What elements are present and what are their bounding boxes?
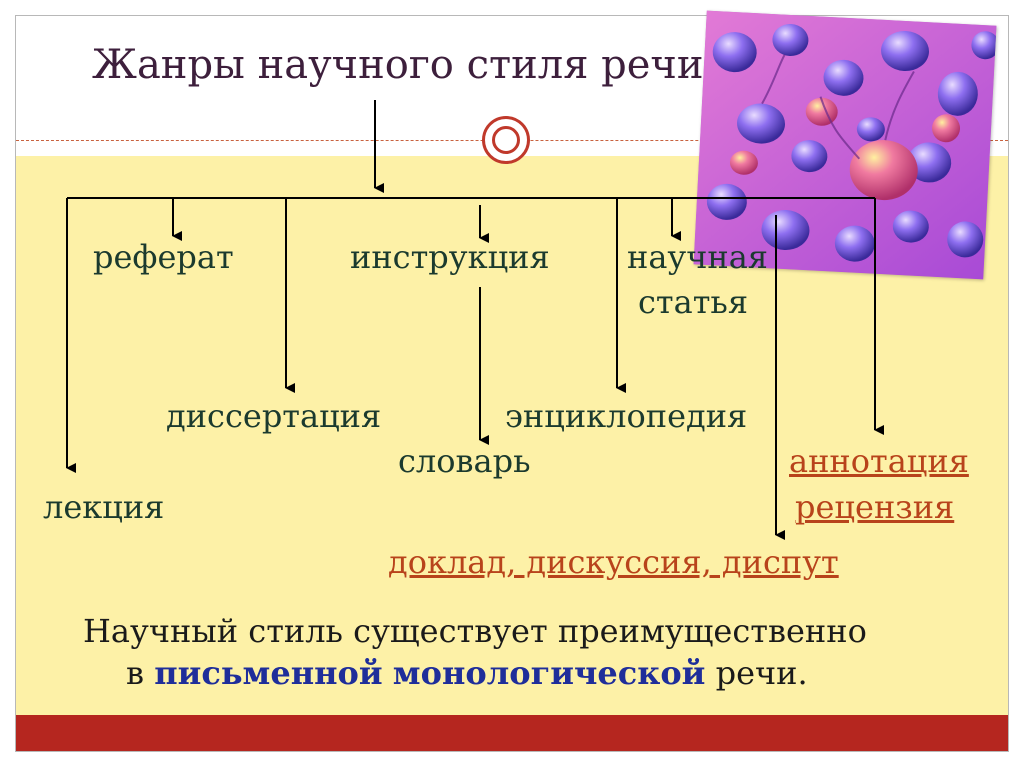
genre-recenziya-link[interactable]: рецензия [795, 488, 955, 526]
genre-referat: реферат [93, 238, 234, 276]
footer-suffix: речи. [715, 654, 808, 692]
microorganisms-image [693, 10, 997, 280]
footer-prefix: в [126, 654, 145, 692]
genre-doklad-link[interactable]: доклад, дискуссия, диспут [388, 543, 839, 581]
genre-lekciya: лекция [43, 488, 165, 526]
footer-statement-line1: Научный стиль существует преимущественно [83, 612, 867, 650]
genre-dissertaciya: диссертация [166, 397, 382, 435]
genre-nauchnaya: научная [627, 238, 768, 276]
genre-enciklopediya: энциклопедия [505, 397, 748, 435]
emphasis-monologicheskoy: монологической [392, 654, 706, 692]
genre-slovar: словарь [398, 442, 531, 480]
footer-statement-line2: в письменной монологической речи. [126, 654, 808, 692]
ring-ornament-icon [482, 116, 530, 164]
genre-annotaciya-link[interactable]: аннотация [789, 442, 969, 480]
microorganisms-illustration [693, 10, 997, 280]
page-title: Жанры научного стиля речи [92, 42, 704, 88]
emphasis-pismennoy: письменной [154, 654, 383, 692]
genre-statya: статья [638, 283, 749, 321]
genre-instrukciya: инструкция [350, 238, 550, 276]
footer-band [16, 715, 1008, 751]
